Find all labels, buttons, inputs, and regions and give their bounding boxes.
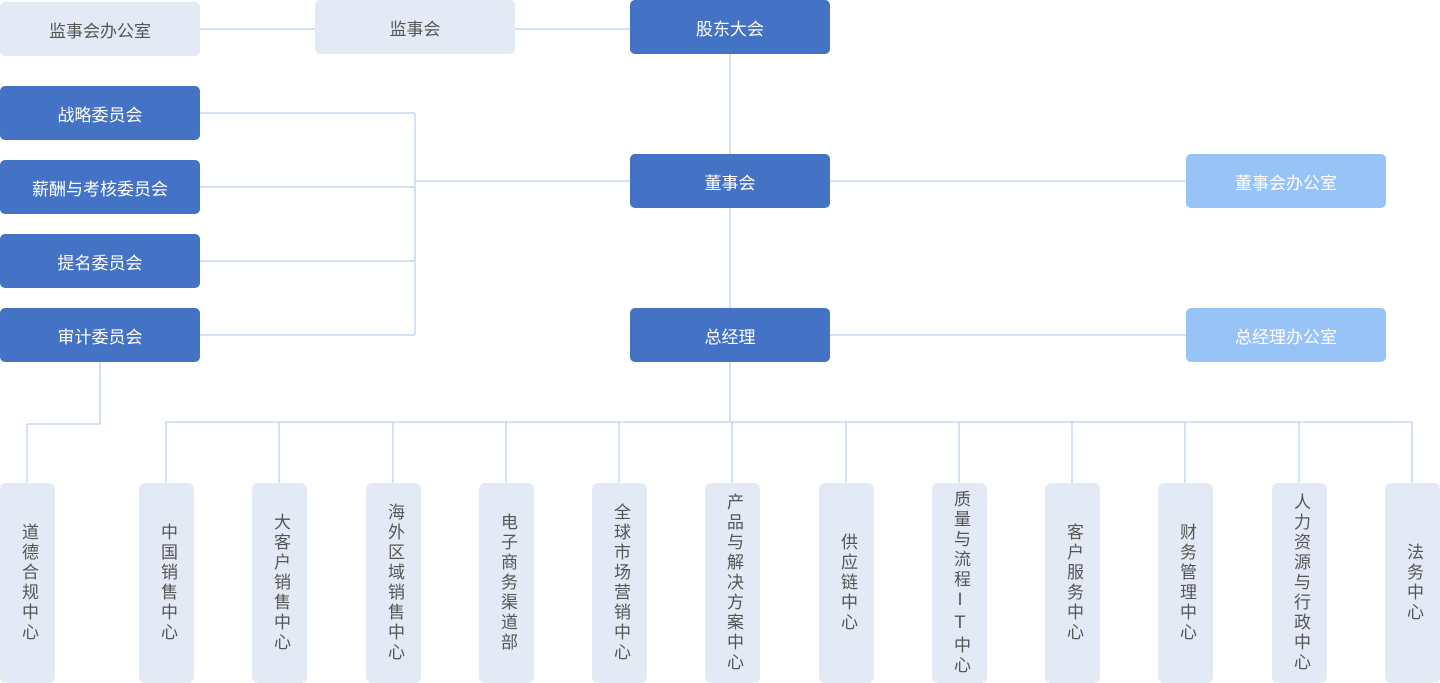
center-label: 客户服务中心 bbox=[1063, 523, 1083, 643]
center-ecommerce-channel: 电子商务渠道部 bbox=[479, 483, 534, 683]
board-office-box: 董事会办公室 bbox=[1186, 154, 1386, 208]
center-legal: 法务中心 bbox=[1385, 483, 1440, 683]
center-label: 中国销售中心 bbox=[157, 523, 177, 643]
general-manager-box: 总经理 bbox=[630, 308, 830, 362]
strategy-committee-label: 战略委员会 bbox=[57, 105, 143, 126]
supervisory-board-label: 监事会 bbox=[389, 19, 441, 40]
center-label: 全球市场营销中心 bbox=[610, 503, 630, 663]
center-ethics-compliance: 道德合规中心 bbox=[0, 483, 55, 683]
center-label: 大客户销售中心 bbox=[270, 513, 290, 653]
board-label: 董事会 bbox=[704, 173, 756, 194]
center-label: 产品与解决方案中心 bbox=[723, 493, 743, 673]
center-supply-chain: 供应链中心 bbox=[819, 483, 874, 683]
audit-committee-box: 审计委员会 bbox=[0, 308, 200, 362]
shareholders-meeting-box: 股东大会 bbox=[630, 0, 830, 54]
general-manager-office-label: 总经理办公室 bbox=[1235, 327, 1337, 348]
shareholders-meeting-label: 股东大会 bbox=[696, 19, 764, 40]
supervisory-office-label: 监事会办公室 bbox=[49, 21, 151, 42]
center-finance: 财务管理中心 bbox=[1158, 483, 1213, 683]
nomination-committee-box: 提名委员会 bbox=[0, 234, 200, 288]
compensation-committee-box: 薪酬与考核委员会 bbox=[0, 160, 200, 214]
compensation-committee-label: 薪酬与考核委员会 bbox=[32, 179, 168, 200]
audit-committee-label: 审计委员会 bbox=[57, 327, 143, 348]
center-label: 质量与流程IT中心 bbox=[950, 490, 970, 676]
center-product-solutions: 产品与解决方案中心 bbox=[705, 483, 760, 683]
center-label: 电子商务渠道部 bbox=[497, 513, 517, 653]
nomination-committee-label: 提名委员会 bbox=[57, 253, 143, 274]
center-global-marketing: 全球市场营销中心 bbox=[592, 483, 647, 683]
center-label: 道德合规中心 bbox=[18, 523, 38, 643]
strategy-committee-box: 战略委员会 bbox=[0, 86, 200, 140]
supervisory-office-box: 监事会办公室 bbox=[0, 2, 200, 56]
general-manager-label: 总经理 bbox=[704, 327, 756, 348]
center-label: 人力资源与行政中心 bbox=[1290, 493, 1310, 673]
center-label: 财务管理中心 bbox=[1176, 523, 1196, 643]
center-label: 供应链中心 bbox=[837, 533, 857, 633]
center-china-sales: 中国销售中心 bbox=[139, 483, 194, 683]
board-box: 董事会 bbox=[630, 154, 830, 208]
center-quality-process-it: 质量与流程IT中心 bbox=[932, 483, 987, 683]
center-overseas-sales: 海外区域销售中心 bbox=[366, 483, 421, 683]
center-key-account-sales: 大客户销售中心 bbox=[252, 483, 307, 683]
general-manager-office-box: 总经理办公室 bbox=[1186, 308, 1386, 362]
supervisory-board-box: 监事会 bbox=[315, 0, 515, 54]
board-office-label: 董事会办公室 bbox=[1235, 173, 1337, 194]
center-customer-service: 客户服务中心 bbox=[1045, 483, 1100, 683]
center-label: 海外区域销售中心 bbox=[384, 503, 404, 663]
center-hr-admin: 人力资源与行政中心 bbox=[1272, 483, 1327, 683]
center-label: 法务中心 bbox=[1403, 543, 1423, 623]
